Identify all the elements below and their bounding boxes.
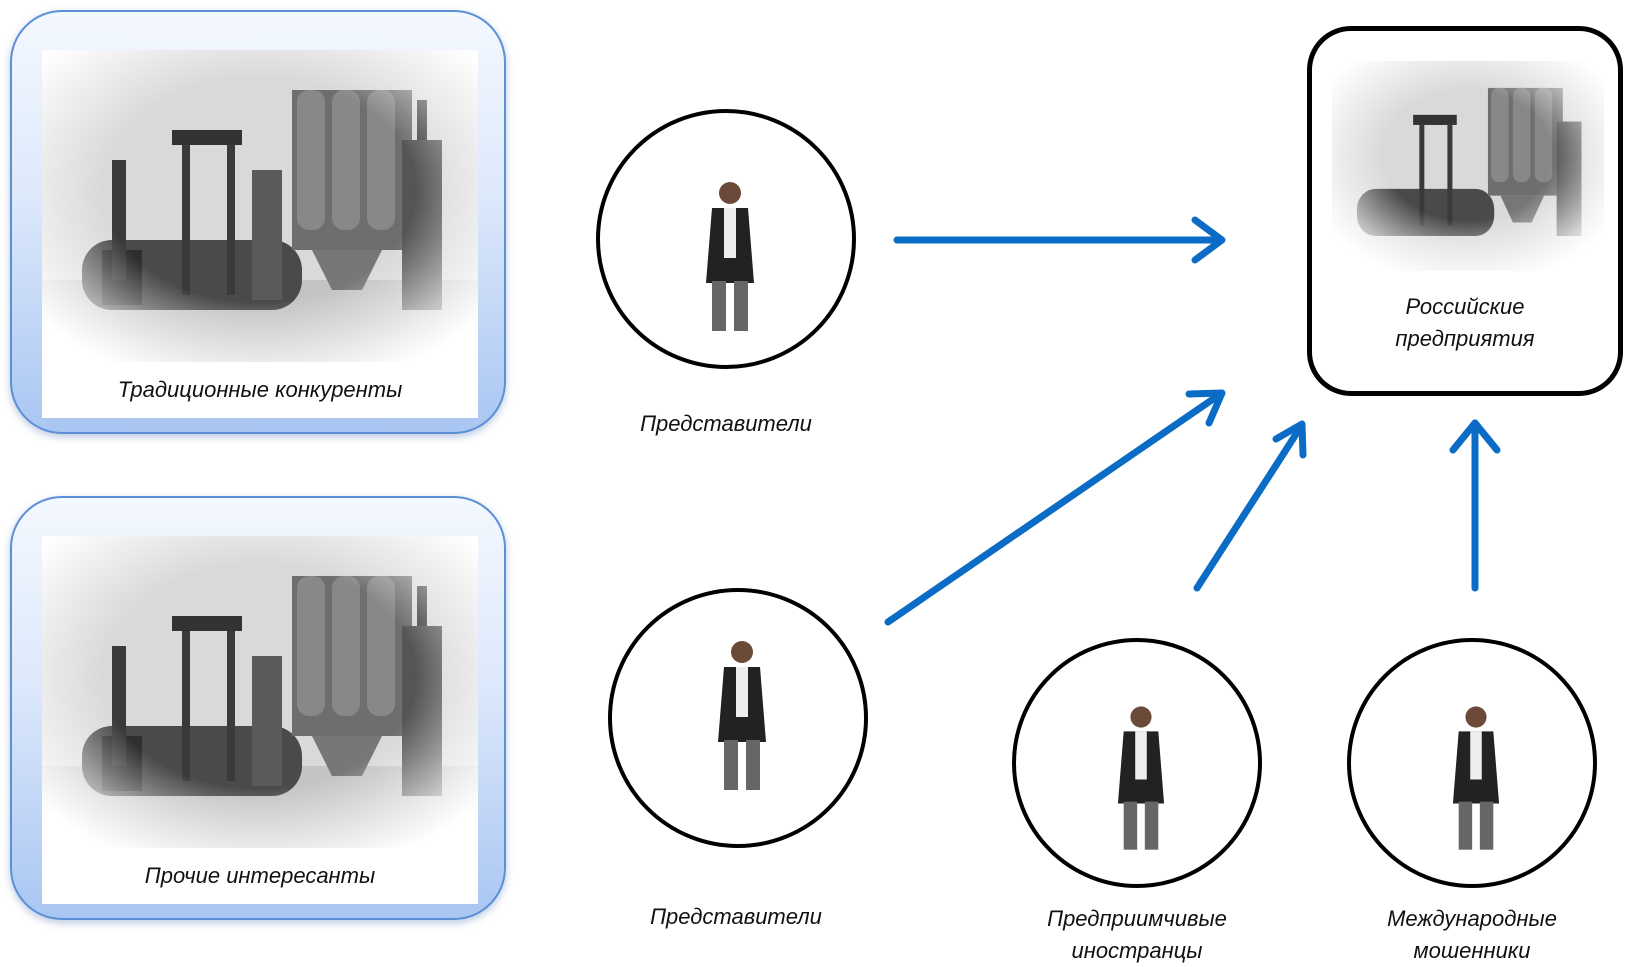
label-line: мошенники bbox=[1413, 938, 1531, 963]
label-line: Международные bbox=[1387, 906, 1557, 931]
label-line: Предприимчивые bbox=[1047, 906, 1227, 931]
russian-enterprises-label: Российские предприятия bbox=[1312, 291, 1618, 355]
arrow-foreigners-to-enterprises bbox=[1193, 420, 1307, 592]
foreigners-circle bbox=[1012, 638, 1262, 888]
representatives-bottom-circle bbox=[608, 588, 868, 848]
person-icon bbox=[1117, 706, 1165, 850]
arrow-rep-top-to-enterprises bbox=[893, 216, 1226, 264]
traditional-competitors-label: Традиционные конкуренты bbox=[42, 362, 478, 418]
representatives-top-label: Представители bbox=[640, 411, 812, 436]
label-line: иностранцы bbox=[1071, 938, 1203, 963]
label-line: предприятия bbox=[1395, 326, 1535, 351]
factory-image bbox=[1332, 61, 1604, 271]
fraudsters-label: Международные мошенники bbox=[1342, 903, 1602, 967]
representatives-bottom-label: Представители bbox=[650, 904, 822, 929]
person-icon bbox=[718, 641, 766, 790]
arrow-fraudsters-to-enterprises bbox=[1449, 419, 1501, 592]
factory-image bbox=[42, 50, 478, 362]
other-parties-box: Прочие интересанты bbox=[10, 496, 506, 920]
russian-enterprises-box: Российские предприятия bbox=[1307, 26, 1623, 396]
representatives-top-circle bbox=[596, 109, 856, 369]
other-parties-label: Прочие интересанты bbox=[42, 848, 478, 904]
fraudsters-circle bbox=[1347, 638, 1597, 888]
foreigners-label: Предприимчивые иностранцы bbox=[1007, 903, 1267, 967]
label-line: Российские bbox=[1405, 294, 1525, 319]
person-icon bbox=[706, 182, 754, 331]
factory-image bbox=[42, 536, 478, 848]
traditional-competitors-box: Традиционные конкуренты bbox=[10, 10, 506, 434]
person-icon bbox=[1452, 706, 1500, 850]
arrow-rep-bottom-to-enterprises bbox=[884, 389, 1226, 626]
